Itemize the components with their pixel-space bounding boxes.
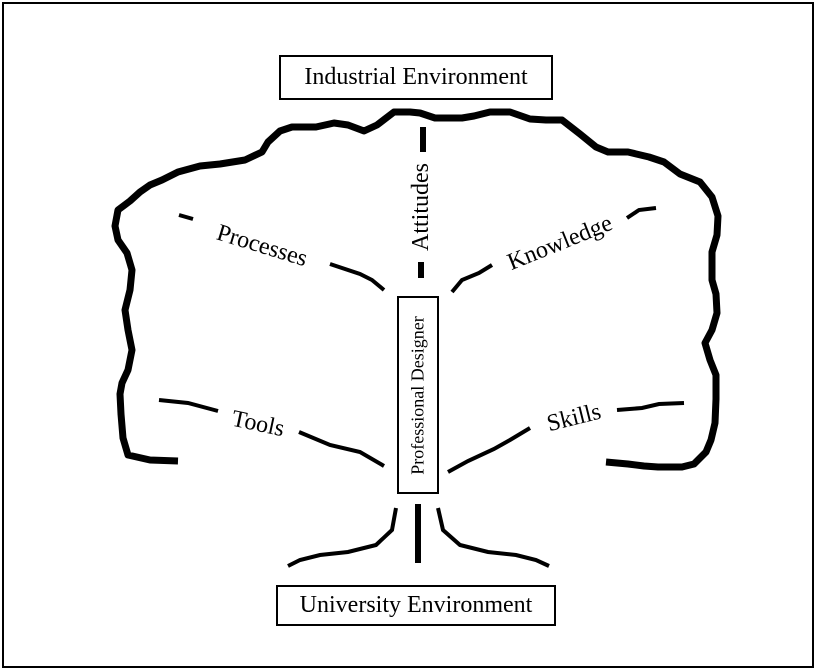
canopy-outline <box>111 108 722 471</box>
knowledge-branch-upper <box>625 206 657 220</box>
processes-branch-lower <box>329 262 386 292</box>
tools-branch-upper <box>158 398 219 413</box>
industrial-environment-box: Industrial Environment <box>279 55 553 100</box>
root-right <box>436 507 550 568</box>
attitudes-label: Attitudes <box>408 163 434 251</box>
knowledge-branch-lower <box>450 263 494 294</box>
processes-label: Processes <box>214 220 311 272</box>
professional-designer-box: Professional Designer <box>397 296 439 494</box>
tools-branch-lower <box>298 430 386 468</box>
skills-branch-lower <box>447 426 532 474</box>
professional-designer-label: Professional Designer <box>407 315 428 475</box>
skills-branch-upper <box>616 401 685 412</box>
university-environment-label: University Environment <box>299 592 533 618</box>
knowledge-label: Knowledge <box>504 210 616 276</box>
industrial-environment-label: Industrial Environment <box>304 64 528 90</box>
skills-label: Skills <box>544 399 603 437</box>
tools-label: Tools <box>229 406 286 442</box>
processes-branch-upper <box>178 213 194 221</box>
root-left <box>287 507 398 568</box>
university-environment-box: University Environment <box>276 585 556 626</box>
